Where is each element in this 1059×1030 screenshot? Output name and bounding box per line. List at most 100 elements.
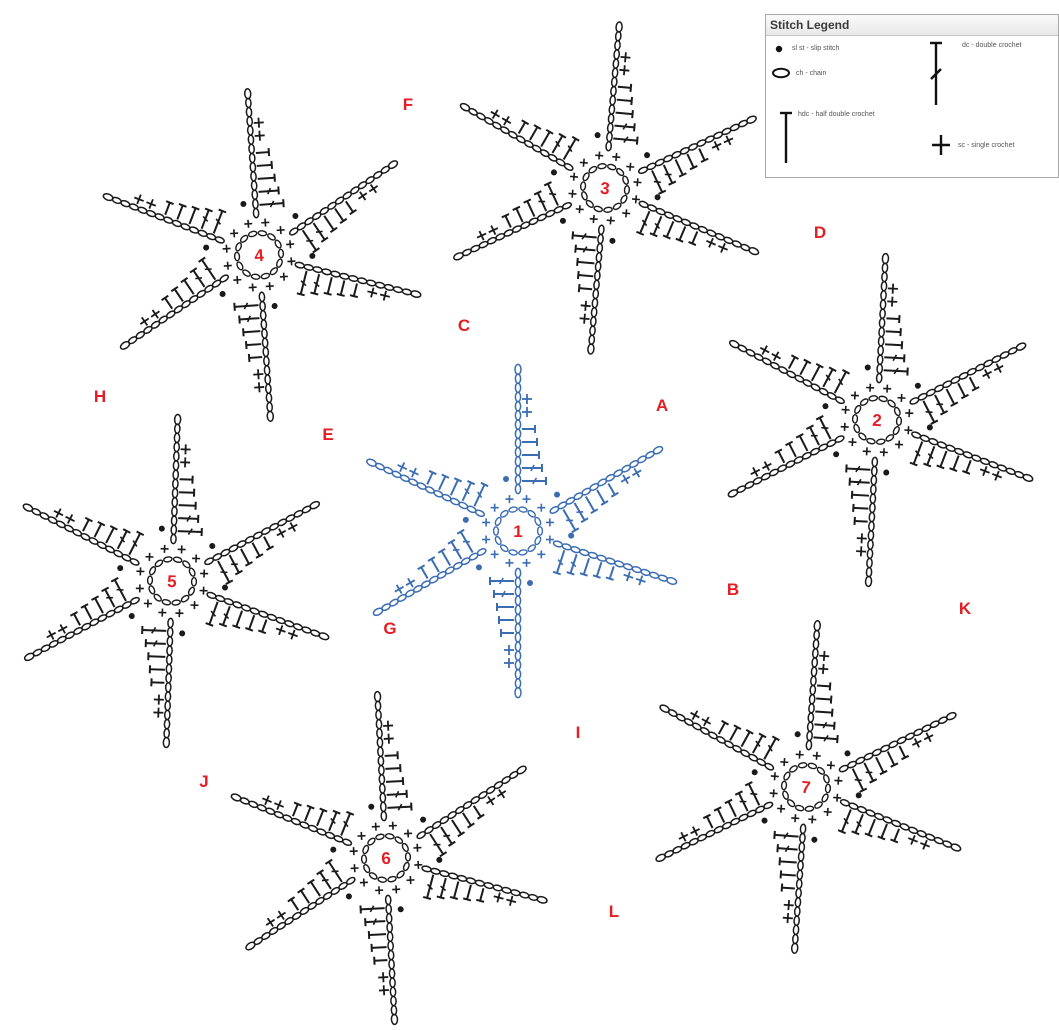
chain-stitch [591,308,597,318]
chain-stitch [330,270,340,277]
chain-stitch [393,286,403,293]
ring-chain-stitch [508,549,517,556]
chain-stitch [880,300,886,309]
chain-stitch [515,374,520,383]
chain-stitch [519,891,529,898]
chain-stitch [593,289,599,299]
stitch-top [834,722,835,730]
stitch-top [278,186,279,194]
chain-stitch [515,605,520,614]
half-double-crochet-stitch [778,451,785,463]
chain-stitch [798,861,804,871]
ring-chain-stitch [367,837,376,846]
half-double-crochet-stitch [316,810,324,826]
snowflake-motif: 3 [439,9,778,368]
chain-stitch [484,882,494,889]
chain-stitch [794,907,800,917]
half-double-crochet-stitch [815,711,832,712]
single-crochet-stitch [379,990,389,991]
ring-chain-stitch [786,799,795,808]
chain-stitch [813,639,819,649]
single-crochet-stitch [888,288,898,289]
chain-stitch [811,676,817,686]
chain-stitch [814,630,820,640]
ring-chain-stitch [825,784,830,793]
stitch-top [923,464,931,467]
chain-stitch [165,692,171,701]
ring-chain-stitch [191,577,196,586]
chain-stitch [515,420,520,429]
stitch-top [274,174,275,182]
ring-chain-stitch [588,165,598,174]
stitch-top [630,84,631,92]
half-double-crochet-stitch [541,131,550,147]
slip-stitch-dot [752,769,758,775]
single-crochet-stitch [378,977,388,978]
ring-chain-stitch [615,167,624,176]
half-double-crochet-stitch [578,275,593,276]
ring-chain-stitch [188,567,196,577]
chain-stitch [870,503,876,512]
chain-stitch [249,153,255,163]
ring-chain-stitch [182,560,192,569]
ring-chain-stitch [494,517,502,527]
ring-chain-stitch [538,527,543,535]
half-double-crochet-stitch [741,731,749,747]
ring-chain-stitch [892,426,900,436]
chain-stitch [871,485,877,494]
half-double-crochet-stitch [800,361,807,375]
chain-stitch [261,320,267,330]
half-double-crochet-stitch [617,100,632,101]
stitch-top [463,898,471,901]
slip-stitch-dot [222,584,228,590]
chain-stitch [379,765,385,774]
chain-stitch [475,879,485,886]
ring-chain-stitch [153,593,163,602]
half-double-crochet-stitch [176,205,183,219]
chain-stitch [245,941,257,951]
chain-stitch [265,384,271,394]
slip-stitch-dot [129,613,135,619]
chain-stitch [390,987,396,996]
ring-chain-stitch [580,182,586,191]
chain-stitch [1015,342,1027,352]
chain-stitch [174,414,180,424]
slip-stitch-dot [240,201,246,207]
half-double-crochet-stitch [780,861,797,862]
chain-stitch [410,290,421,298]
stitch-bar [740,801,747,802]
half-double-crochet-stitch [717,809,725,822]
slip-stitch-dot [822,403,828,409]
slip-stitch-dot [560,218,567,225]
chain-stitch [439,870,449,877]
ring-chain-stitch [258,230,267,236]
ring-chain-stitch [869,395,878,401]
half-double-crochet-stitch [597,562,602,576]
slip-stitch-dot [865,364,871,370]
half-double-crochet-stitch [439,476,445,490]
stitch-bar [195,278,202,279]
double-crochet-icon [930,43,942,105]
join-letter-g: G [383,619,396,638]
slip-stitch-dot [554,492,560,498]
chain-stitch [386,914,392,923]
chain-stitch [595,262,601,272]
chain-stitch [172,507,178,516]
ring-chain-stitch [405,853,410,862]
ring-chain-stitch [236,261,244,271]
chain-stitch [172,498,178,507]
ring-chain-stitch [162,599,171,606]
half-double-crochet-stitch [515,208,524,222]
chain-stitch [881,291,887,300]
chain-stitch [515,651,520,660]
chain-stitch [881,281,887,290]
ring-chain-stitch [534,517,542,527]
chain-stitch [171,534,177,543]
chain-stitch [867,549,873,558]
chain-stitch [377,729,383,738]
stitch-top [232,625,240,628]
chain-stitch [246,107,252,117]
ring-chain-stitch [494,536,502,546]
half-double-crochet-stitch [618,87,631,88]
half-double-crochet-stitch [249,615,254,629]
